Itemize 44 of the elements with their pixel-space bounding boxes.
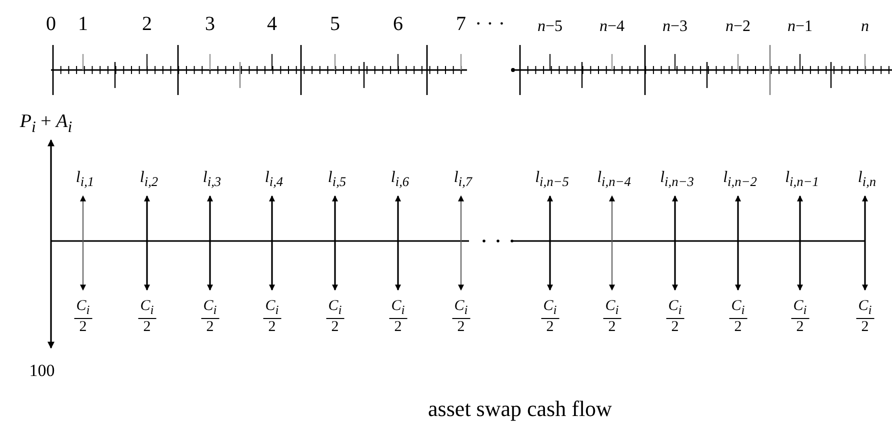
- rate-label: l$_{i,6}$: [390, 170, 410, 189]
- rate-label: l$_{i,2}$: [140, 170, 158, 189]
- coupon-fraction: C$_{i}$ 2: [541, 298, 559, 336]
- rate-label: l$_{i,n−3}$: [660, 170, 694, 189]
- rate-label: l$_{i,7}$: [454, 170, 472, 189]
- period-number: 3: [205, 14, 215, 34]
- period-number: 4: [267, 14, 277, 34]
- rate-label: l$_{i,5}$: [328, 170, 346, 189]
- period-number: 1: [78, 14, 88, 34]
- coupon-fraction: C$_{i}$ 2: [856, 298, 874, 336]
- rate-label: l$_{i,n−2}$: [723, 170, 757, 189]
- period-number: 6: [393, 14, 403, 34]
- period-number: 2: [142, 14, 152, 34]
- coupon-fraction: C$_{i}$ 2: [326, 298, 344, 336]
- rate-label: l$_{i,n}$: [858, 170, 876, 189]
- ellipsis: · · ·: [475, 14, 505, 34]
- period-number: n−3: [662, 19, 688, 35]
- coupon-fraction: C$_{i}$ 2: [389, 298, 407, 336]
- principal-label: 100: [29, 362, 55, 379]
- coupon-fraction: C$_{i}$ 2: [603, 298, 621, 336]
- period-number: 0: [46, 14, 56, 34]
- coupon-fraction: C$_{i}$ 2: [729, 298, 747, 336]
- coupon-fraction: C$_{i}$ 2: [791, 298, 809, 336]
- period-number: n−1: [787, 19, 813, 35]
- rate-label: l$_{i,n−4}$: [597, 170, 631, 189]
- period-number: n−5: [537, 19, 563, 35]
- coupon-fraction: C$_{i}$ 2: [138, 298, 156, 336]
- rate-label: l$_{i,n−5}$: [535, 170, 569, 189]
- rate-label: l$_{i,4}$: [264, 170, 284, 189]
- coupon-fraction: C$_{i}$ 2: [74, 298, 92, 336]
- rate-label: l$_{i,3}$: [202, 170, 222, 189]
- coupon-fraction: C$_{i}$ 2: [263, 298, 281, 336]
- period-number: n−2: [725, 19, 751, 35]
- caption: asset swap cash flow: [428, 398, 612, 420]
- coupon-fraction: C$_{i}$ 2: [452, 298, 470, 336]
- period-number: 7: [456, 14, 466, 34]
- coupon-fraction: C$_{i}$ 2: [666, 298, 684, 336]
- axis-label: P$_{i}$ + A$_{i}$: [20, 112, 72, 136]
- coupon-fraction: C$_{i}$ 2: [201, 298, 219, 336]
- rate-label: l$_{i,n−1}$: [785, 170, 819, 189]
- period-number: 5: [330, 14, 340, 34]
- period-number: n−4: [599, 19, 625, 35]
- period-number: n: [861, 19, 869, 35]
- rate-label: l$_{i,1}$: [76, 170, 94, 189]
